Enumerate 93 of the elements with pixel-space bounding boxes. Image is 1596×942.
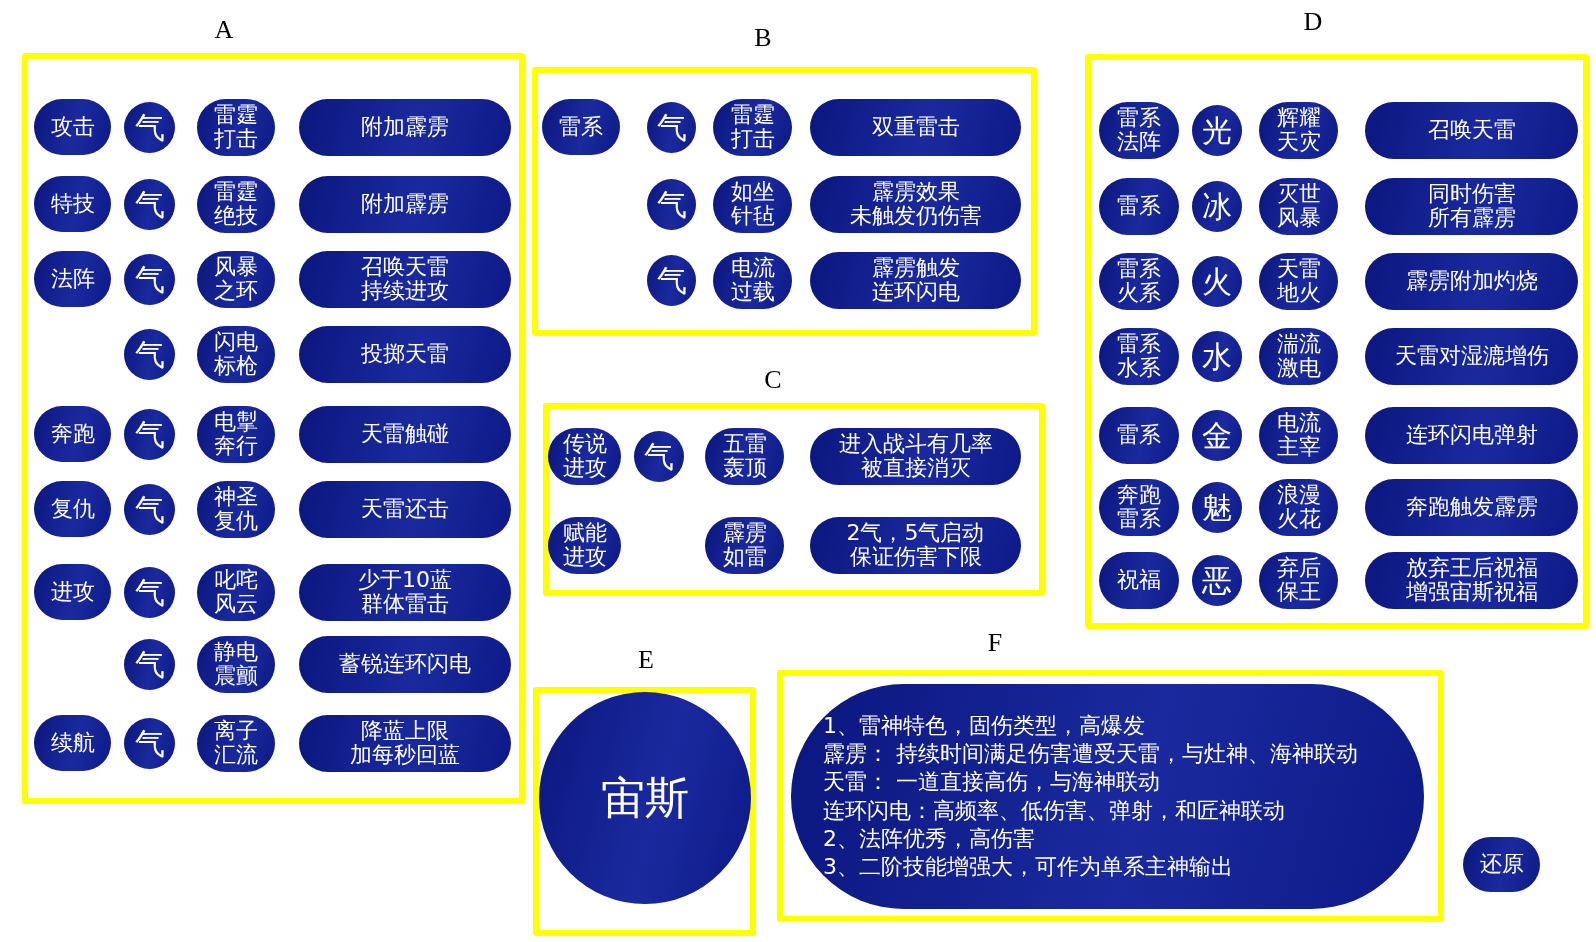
skill-pill: 辉耀天灾 bbox=[1259, 101, 1338, 159]
boon-circle: 气 bbox=[634, 430, 684, 482]
skill-pill: 叱咤风云 bbox=[197, 563, 275, 621]
boon-circle: 气 bbox=[124, 253, 175, 305]
skill-pill: 雷霆绝技 bbox=[197, 175, 275, 233]
effect-pill: 2气，5气启动保证伤害下限 bbox=[810, 516, 1021, 574]
effect-pill: 降蓝上限加每秒回蓝 bbox=[299, 714, 511, 772]
skill-pill: 五雷轰顶 bbox=[705, 427, 784, 485]
effect-pill: 少于10蓝群体雷击 bbox=[299, 563, 511, 621]
category-pill: 雷系 bbox=[1099, 177, 1179, 235]
category-pill: 法阵 bbox=[34, 251, 111, 307]
skill-pill: 电流主宰 bbox=[1259, 406, 1338, 464]
category-pill: 雷系火系 bbox=[1099, 252, 1179, 310]
boon-circle: 气 bbox=[124, 178, 175, 230]
effect-pill: 放弃王后祝福增强宙斯祝福 bbox=[1365, 551, 1578, 609]
skill-pill: 如坐针毡 bbox=[713, 175, 792, 233]
category-pill: 雷系水系 bbox=[1099, 327, 1179, 385]
panel-letter: E bbox=[638, 647, 654, 673]
effect-pill: 霹雳附加灼烧 bbox=[1365, 252, 1578, 310]
category-pill: 奔跑雷系 bbox=[1099, 478, 1179, 536]
category-pill: 攻击 bbox=[34, 99, 111, 155]
skill-pill: 神圣复仇 bbox=[197, 480, 275, 538]
boon-circle: 冰 bbox=[1192, 180, 1242, 232]
note-line: 3、二阶技能增强大，可作为单系主神输出 bbox=[823, 856, 1233, 879]
god-circle: 宙斯 bbox=[539, 692, 751, 904]
effect-pill: 天雷触碰 bbox=[299, 405, 511, 463]
boon-circle: 气 bbox=[647, 101, 696, 153]
skill-pill: 离子汇流 bbox=[197, 714, 275, 772]
effect-pill: 霹雳触发连环闪电 bbox=[810, 251, 1021, 309]
category-pill: 复仇 bbox=[34, 481, 111, 537]
effect-pill: 霹雳效果未触发仍伤害 bbox=[810, 175, 1021, 233]
category-pill: 雷系法阵 bbox=[1099, 101, 1179, 159]
category-pill: 祝福 bbox=[1099, 551, 1179, 609]
effect-pill: 召唤天雷持续进攻 bbox=[299, 250, 511, 308]
panel-letter: F bbox=[987, 630, 1003, 656]
category-pill: 雷系 bbox=[1099, 406, 1179, 464]
skill-pill: 浪漫火花 bbox=[1259, 478, 1338, 536]
category-pill: 赋能进攻 bbox=[548, 516, 621, 574]
note-line: 2、法阵优秀，高伤害 bbox=[823, 827, 1035, 850]
skill-pill: 电流过载 bbox=[713, 251, 792, 309]
skill-pill: 风暴之环 bbox=[197, 250, 275, 308]
category-pill: 进攻 bbox=[34, 564, 111, 620]
skill-pill: 电掣奔行 bbox=[197, 405, 275, 463]
note-line: 霹雳： 持续时间满足伤害遭受天雷，与灶神、海神联动 bbox=[823, 742, 1358, 765]
effect-pill: 连环闪电弹射 bbox=[1365, 406, 1578, 464]
category-pill: 特技 bbox=[34, 176, 111, 232]
boon-circle: 气 bbox=[124, 408, 175, 460]
panel-letter: C bbox=[764, 367, 782, 393]
panel-letter: A bbox=[214, 17, 234, 43]
panel-letter: B bbox=[754, 25, 772, 51]
boon-circle: 气 bbox=[124, 328, 175, 380]
effect-pill: 附加霹雳 bbox=[299, 98, 511, 156]
panel-letter: D bbox=[1303, 9, 1323, 35]
effect-pill: 奔跑触发霹雳 bbox=[1365, 478, 1578, 536]
note-line: 天雷： 一道直接高伤，与海神联动 bbox=[823, 771, 1160, 794]
category-pill: 续航 bbox=[34, 715, 111, 771]
effect-pill: 天雷对湿漉增伤 bbox=[1365, 327, 1578, 385]
skill-pill: 霹雳如雷 bbox=[705, 516, 784, 574]
category-pill: 奔跑 bbox=[34, 406, 111, 462]
note-line: 1、雷神特色，固伤类型，高爆发 bbox=[823, 714, 1145, 737]
effect-pill: 蓄锐连环闪电 bbox=[299, 635, 511, 693]
boon-circle: 气 bbox=[647, 178, 696, 230]
boon-circle: 光 bbox=[1192, 104, 1242, 156]
effect-pill: 附加霹雳 bbox=[299, 175, 511, 233]
effect-pill: 进入战斗有几率被直接消灭 bbox=[810, 427, 1021, 485]
boon-circle: 火 bbox=[1192, 255, 1242, 307]
note-line: 连环闪电：高频率、低伤害、弹射，和匠神联动 bbox=[823, 799, 1285, 822]
category-pill: 还原 bbox=[1463, 837, 1540, 892]
category-pill: 雷系 bbox=[542, 99, 620, 155]
boon-circle: 魅 bbox=[1192, 481, 1242, 533]
effect-pill: 召唤天雷 bbox=[1365, 101, 1578, 159]
skill-pill: 灭世风暴 bbox=[1259, 177, 1338, 235]
boon-circle: 气 bbox=[124, 101, 175, 153]
skill-pill: 天雷地火 bbox=[1259, 252, 1338, 310]
skill-pill: 闪电标枪 bbox=[197, 325, 275, 383]
boon-circle: 气 bbox=[647, 254, 696, 306]
effect-pill: 投掷天雷 bbox=[299, 325, 511, 383]
boon-circle: 水 bbox=[1192, 330, 1242, 382]
skill-pill: 静电震颤 bbox=[197, 635, 275, 693]
effect-pill: 双重雷击 bbox=[810, 98, 1021, 156]
effect-pill: 同时伤害所有霹雳 bbox=[1365, 177, 1578, 235]
boon-circle: 气 bbox=[124, 717, 175, 769]
category-pill: 传说进攻 bbox=[548, 427, 621, 485]
skill-pill: 湍流激电 bbox=[1259, 327, 1338, 385]
boon-circle: 气 bbox=[124, 566, 175, 618]
skill-pill: 弃后保王 bbox=[1259, 551, 1338, 609]
boon-circle: 恶 bbox=[1192, 554, 1242, 606]
effect-pill: 天雷还击 bbox=[299, 480, 511, 538]
boon-circle: 金 bbox=[1192, 409, 1242, 461]
skill-pill: 雷霆打击 bbox=[197, 98, 275, 156]
skill-pill: 雷霆打击 bbox=[713, 98, 792, 156]
boon-circle: 气 bbox=[124, 483, 175, 535]
boon-circle: 气 bbox=[124, 638, 175, 690]
